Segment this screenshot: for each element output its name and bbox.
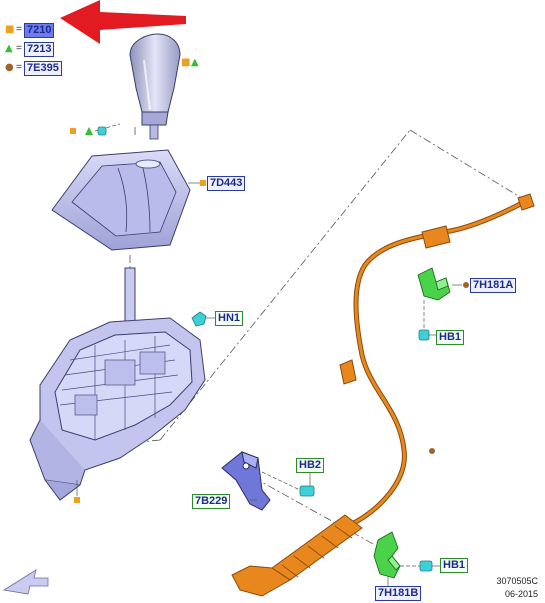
callout-hb2[interactable]: HB2 xyxy=(296,458,325,473)
lower-cable-bracket xyxy=(373,531,401,579)
legend-mark-7e395-cable xyxy=(429,448,435,454)
legend-mark-7210-boot xyxy=(200,180,206,186)
callout-hn1[interactable]: HN1 xyxy=(215,311,244,326)
legend-mark-7e395-bracket xyxy=(463,282,469,288)
knob-fastener xyxy=(70,123,121,136)
legend-code-7213[interactable]: 7213 xyxy=(24,42,55,57)
upper-cable-bracket xyxy=(417,267,451,301)
callout-7h181a[interactable]: 7H181A xyxy=(470,278,517,293)
hb1-upper-bolt xyxy=(418,300,436,341)
hn1-fastener xyxy=(191,311,215,327)
callout-7d443[interactable]: 7D443 xyxy=(207,176,246,191)
orange-square-icon: ■ xyxy=(181,57,191,68)
shift-cable xyxy=(231,193,535,597)
shifter-assembly xyxy=(29,267,206,501)
brown-circle-icon: ● xyxy=(5,62,14,73)
orange-square-icon: ■ xyxy=(5,24,15,35)
green-triangle-icon: ▲ xyxy=(191,57,199,68)
legend-code-7210[interactable]: 7210 xyxy=(24,23,55,38)
bracket-plate xyxy=(221,451,271,511)
legend-equals: = xyxy=(16,43,22,54)
red-pointer-arrow xyxy=(60,0,186,44)
front-direction-arrow-icon xyxy=(2,569,49,595)
gear-knob xyxy=(129,33,181,140)
hb2-bolt xyxy=(261,471,315,497)
callout-hb1-lower[interactable]: HB1 xyxy=(440,558,469,573)
legend-equals: = xyxy=(16,62,22,73)
legend-mark-7210-bottom xyxy=(74,497,80,503)
callout-7h181b[interactable]: 7H181B xyxy=(375,586,422,601)
legend-code-7e395[interactable]: 7E395 xyxy=(24,61,62,76)
callout-7b229[interactable]: 7B229 xyxy=(192,494,231,509)
shifter-boot xyxy=(51,149,191,251)
doc-number: 3070505C xyxy=(496,576,538,586)
green-triangle-icon: ▲ xyxy=(5,43,13,54)
doc-date: 06-2015 xyxy=(504,589,538,599)
legend-equals: = xyxy=(16,24,22,35)
hb1-lower-bolt xyxy=(400,560,440,572)
callout-hb1-upper[interactable]: HB1 xyxy=(436,330,465,345)
